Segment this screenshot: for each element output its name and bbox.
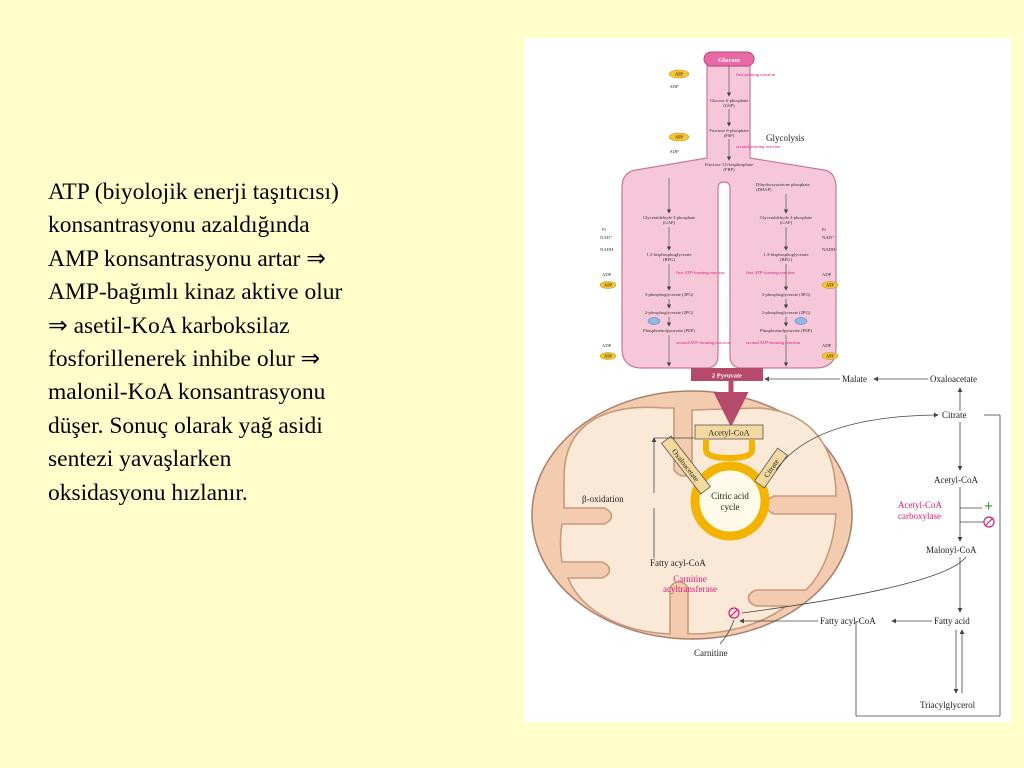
triacylglycerol-label: Triacylglycerol bbox=[920, 700, 976, 710]
text-line: fosforillenerek inhibe olur ⇒ bbox=[48, 346, 321, 373]
malonyl-coa-label: Malonyl-CoA bbox=[926, 545, 977, 555]
adp-label: ADP bbox=[669, 149, 679, 154]
svg-text:3-phosphoglycerate (3PG): 3-phosphoglycerate (3PG) bbox=[762, 292, 811, 297]
acc-activation-plus: + bbox=[984, 498, 993, 515]
svg-text:ATP: ATP bbox=[604, 354, 612, 359]
g6p-label: Glucose 6-phosphate bbox=[710, 98, 749, 103]
dhap-label: Dihydroxyacetone phosphate bbox=[756, 182, 810, 187]
oxaloacetate-outer-label: Oxaloacetate bbox=[930, 374, 977, 384]
cat-label-2: acyltransferase bbox=[663, 584, 717, 594]
svg-text:first ATP-forming reaction: first ATP-forming reaction bbox=[676, 270, 725, 275]
fbp-label: Fructose 1,6-bisphosphate bbox=[705, 162, 753, 168]
fatty-acid-synthesis-path: Malate Oxaloacetate Citrate Acetyl-CoA A… bbox=[694, 374, 1001, 717]
metabolism-figure: Glucose Glycolysis first priming reactio… bbox=[524, 38, 1011, 722]
tca-label-1: Citric acid bbox=[711, 491, 749, 501]
acetyl-coa-outer-label: Acetyl-CoA bbox=[934, 475, 978, 485]
fatty-acid-label: Fatty acid bbox=[934, 616, 970, 626]
svg-text:1,3-bisphosphoglycerate: 1,3-bisphosphoglycerate bbox=[646, 252, 691, 258]
second-priming-label: second priming reaction bbox=[736, 144, 781, 149]
svg-text:ATP: ATP bbox=[826, 283, 834, 288]
tca-label-2: cycle bbox=[721, 502, 740, 512]
svg-text:ATP: ATP bbox=[675, 135, 683, 140]
atp-pill bbox=[668, 132, 690, 142]
svg-text:Pi: Pi bbox=[602, 227, 607, 232]
svg-text:ATP: ATP bbox=[604, 283, 612, 288]
svg-text:ADP: ADP bbox=[602, 272, 612, 277]
atp-pill bbox=[668, 69, 690, 79]
svg-text:Phosphoenolpyruvate (PEP): Phosphoenolpyruvate (PEP) bbox=[760, 328, 812, 333]
svg-text:(GAP): (GAP) bbox=[780, 220, 793, 225]
fatty-acyl-coa-inner-label: Fatty acyl-CoA bbox=[650, 558, 706, 568]
svg-text:(BPG): (BPG) bbox=[663, 257, 675, 262]
glycolysis-upper-steps: first priming reaction Glucose 6-phospha… bbox=[705, 66, 810, 192]
text-line: AMP-bağımlı kinaz aktive olur bbox=[48, 279, 343, 306]
svg-text:2-phosphoglycerate (2PG): 2-phosphoglycerate (2PG) bbox=[645, 310, 694, 315]
acc-label-1: Acetyl-CoA bbox=[898, 500, 942, 510]
svg-text:Pi: Pi bbox=[822, 227, 827, 232]
acetyl-coa-inner-label: Acetyl-CoA bbox=[708, 428, 750, 438]
tca-ring bbox=[690, 461, 770, 541]
first-priming-label: first priming reaction bbox=[736, 72, 776, 77]
text-line: oksidasyonu hızlanır. bbox=[48, 479, 248, 506]
metabolism-diagram-svg: Glucose Glycolysis first priming reactio… bbox=[531, 51, 1001, 717]
svg-text:second ATP-forming reaction: second ATP-forming reaction bbox=[676, 340, 731, 345]
svg-text:Glyceraldehyde 3-phosphate: Glyceraldehyde 3-phosphate bbox=[760, 215, 813, 220]
svg-text:2-phosphoglycerate (2PG): 2-phosphoglycerate (2PG) bbox=[762, 310, 811, 315]
svg-text:3-phosphoglycerate (3PG): 3-phosphoglycerate (3PG) bbox=[645, 292, 694, 297]
f6p-abbrev: (F6P) bbox=[724, 133, 735, 138]
cytosol-glycolysis-region bbox=[621, 65, 837, 369]
g6p-abbrev: (G6P) bbox=[723, 103, 735, 108]
pyruvate-label: 2 Pyruvate bbox=[712, 373, 742, 380]
svg-text:(GAP): (GAP) bbox=[663, 220, 676, 225]
beta-oxidation-label: β-oxidation bbox=[582, 494, 624, 504]
dhap-abbrev: (DHAP) bbox=[756, 187, 772, 192]
f6p-label: Fructose 6-phosphate bbox=[709, 128, 748, 133]
pyruvate-node bbox=[691, 368, 763, 381]
svg-text:ATP: ATP bbox=[826, 354, 834, 359]
svg-text:ADP: ADP bbox=[602, 343, 612, 348]
text-line: malonil-KoA konsantrasyonu bbox=[48, 379, 326, 406]
svg-text:NAD⁺: NAD⁺ bbox=[822, 235, 835, 240]
acc-label-2: carboxylase bbox=[898, 511, 941, 521]
svg-text:first ATP-forming reaction: first ATP-forming reaction bbox=[746, 270, 795, 275]
mitochondrion bbox=[531, 390, 853, 640]
svg-text:Glyceraldehyde 3-phosphate: Glyceraldehyde 3-phosphate bbox=[643, 215, 696, 220]
svg-text:NADH: NADH bbox=[600, 247, 614, 252]
glycolysis-label: Glycolysis bbox=[766, 133, 805, 143]
text-line: AMP konsantrasyonu artar ⇒ bbox=[48, 245, 326, 272]
cat-label-1: Carnitine bbox=[673, 574, 707, 584]
text-line: ATP (biyolojik enerji taşıtıcısı) bbox=[48, 179, 339, 205]
text-line: ⇒ asetil-KoA karboksilaz bbox=[48, 312, 290, 339]
fbp-abbrev: (FBP) bbox=[723, 167, 735, 172]
svg-text:(BPG): (BPG) bbox=[780, 257, 792, 262]
slide-body-text: ATP (biyolojik enerji taşıtıcısı) konsan… bbox=[48, 176, 488, 510]
svg-text:NAD⁺: NAD⁺ bbox=[600, 235, 613, 240]
citrate-outer-label: Citrate bbox=[942, 410, 967, 420]
svg-text:NADH: NADH bbox=[822, 247, 836, 252]
svg-text:1,3-bisphosphoglycerate: 1,3-bisphosphoglycerate bbox=[763, 252, 808, 258]
svg-text:ATP: ATP bbox=[675, 72, 683, 77]
side-cofactors: Pi NAD⁺ NADH Pi NAD⁺ NADH ADP ATP ADP AT… bbox=[599, 227, 839, 360]
text-line: konsantrasyonu azaldığında bbox=[48, 212, 310, 239]
text-line: sentezi yavaşlarken bbox=[48, 446, 232, 473]
svg-text:Phosphoenolpyruvate (PEP): Phosphoenolpyruvate (PEP) bbox=[643, 328, 695, 333]
priming-cofactors: ATP ADP ATP ADP bbox=[668, 69, 690, 154]
svg-text:ADP: ADP bbox=[822, 272, 832, 277]
svg-text:second ATP-forming reaction: second ATP-forming reaction bbox=[746, 340, 801, 345]
carnitine-label: Carnitine bbox=[694, 648, 728, 658]
fatty-acyl-coa-outer-label: Fatty acyl-CoA bbox=[820, 616, 876, 626]
text-line: düşer. Sonuç olarak yağ asidi bbox=[48, 412, 323, 439]
glycolysis-left-lane: Glyceraldehyde 3-phosphate (GAP) 1,3-bis… bbox=[643, 178, 731, 367]
acetyl-coa-inner-box bbox=[694, 424, 764, 440]
svg-text:ADP: ADP bbox=[822, 343, 832, 348]
adp-label: ADP bbox=[669, 84, 679, 89]
glycolysis-right-lane: Glyceraldehyde 3-phosphate (GAP) 1,3-bis… bbox=[746, 194, 813, 367]
cat-inhibition-symbol bbox=[728, 607, 740, 619]
glucose-label: Glucose bbox=[718, 57, 740, 64]
malate-label: Malate bbox=[842, 374, 867, 384]
